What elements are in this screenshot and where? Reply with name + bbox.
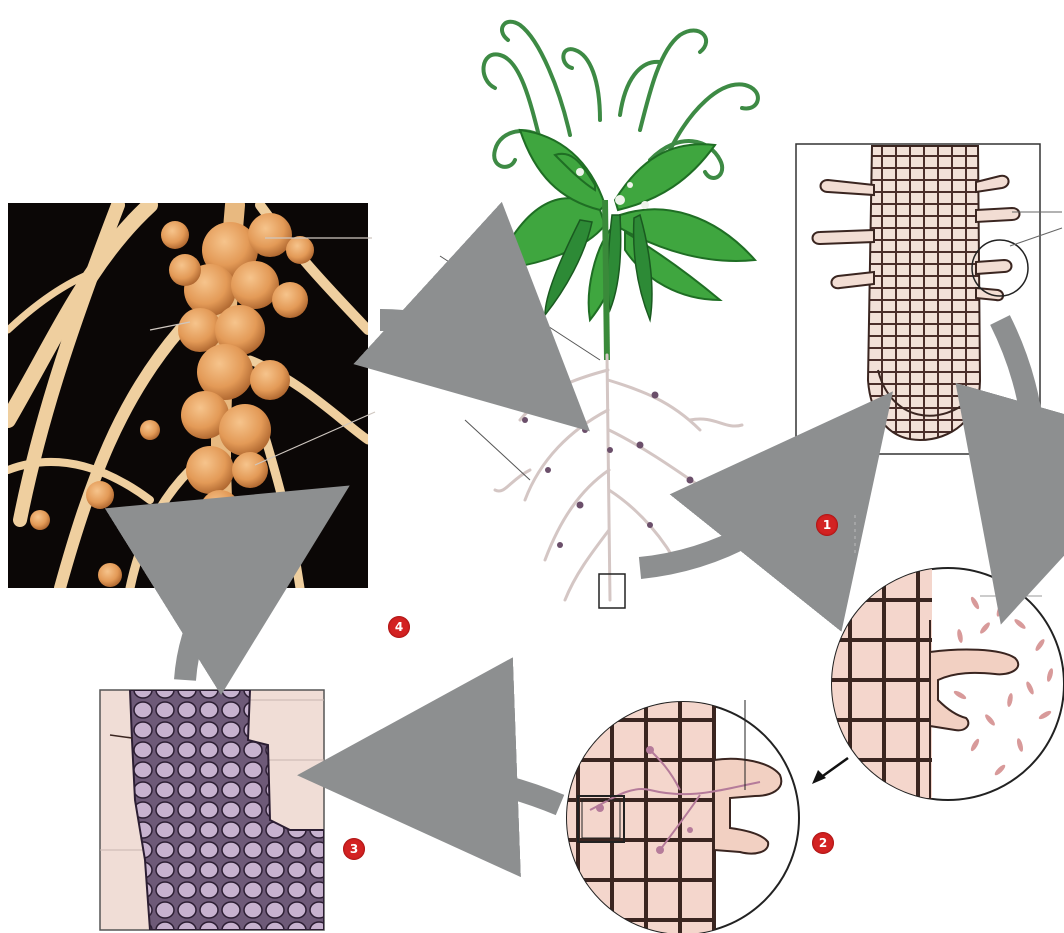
small-arrow-icon [812, 758, 848, 784]
step-badge-3: 3 [343, 838, 365, 860]
step-badge-4: 4 [388, 616, 410, 638]
step-badge-1: 1 [816, 514, 838, 536]
root-nodule-photo [8, 203, 375, 588]
nodule-section-panel [100, 690, 324, 930]
infection-thread-circle [566, 700, 799, 933]
legume-plant [440, 22, 758, 608]
bacteria-attachment-circle [832, 568, 1064, 808]
zoom-box-root-tip [599, 574, 625, 608]
step-badge-2: 2 [812, 832, 834, 854]
